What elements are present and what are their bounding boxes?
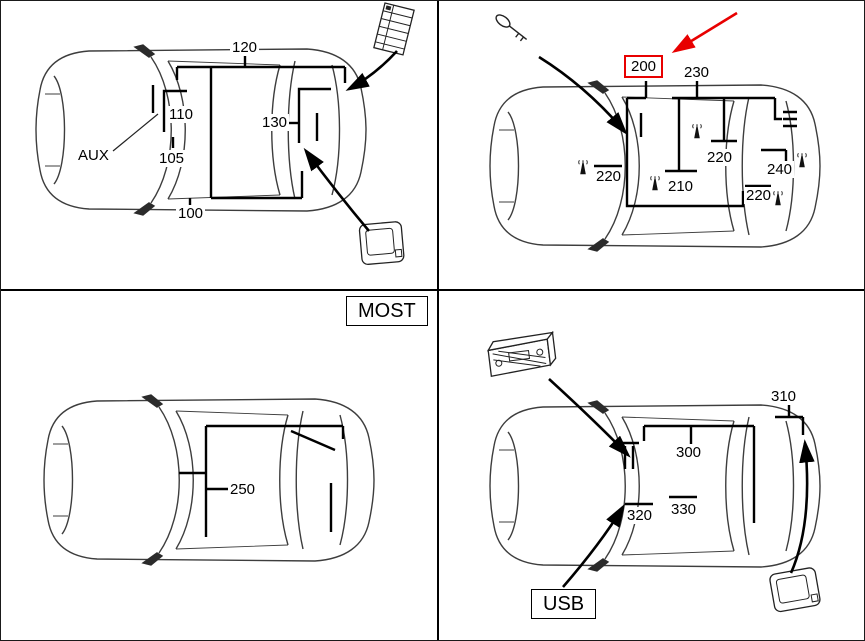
callout-130[interactable]: 130: [260, 114, 290, 131]
highlight-red-arrow: [671, 11, 738, 54]
callout-105[interactable]: 105: [157, 150, 187, 167]
callout-200-highlighted[interactable]: 200: [624, 55, 664, 78]
quadrant-bottom-right: 310 300 320 330 USB: [439, 291, 864, 640]
callout-230[interactable]: 230: [682, 64, 712, 81]
pointer-arrow: [562, 503, 626, 588]
antenna-icon: [797, 152, 807, 168]
aux-label: AUX: [76, 147, 111, 164]
callout-220b[interactable]: 220: [705, 149, 735, 166]
callout-220a[interactable]: 220: [594, 168, 624, 185]
vertical-divider: [437, 1, 439, 640]
wiring-harness-most: [179, 424, 345, 537]
antenna-icon: [773, 190, 783, 206]
callout-120[interactable]: 120: [230, 39, 260, 56]
control-unit-icon: [358, 221, 405, 265]
antenna-icon: [578, 159, 588, 175]
quadrant-bottom-left: 250 MOST: [1, 291, 437, 640]
aux-leader-line: [112, 113, 159, 152]
pointer-arrow: [303, 147, 370, 232]
antenna-icon: [692, 123, 702, 139]
quadrant-top-right: 200 230 220 210 220 240 220: [439, 1, 864, 289]
callout-220c[interactable]: 220: [744, 187, 774, 204]
callout-300[interactable]: 300: [674, 444, 704, 461]
car-diagram-antenna: [489, 11, 821, 252]
antenna-icon: [650, 175, 660, 191]
car-outline: [43, 394, 375, 566]
wiring-harness-antenna: [594, 81, 797, 208]
control-unit-icon: [373, 2, 415, 56]
horizontal-divider: [1, 289, 864, 291]
pointer-arrow: [548, 378, 631, 458]
car-diagram-usb: [486, 330, 821, 613]
callout-320[interactable]: 320: [625, 507, 655, 524]
usb-label: USB: [531, 589, 597, 619]
callout-240[interactable]: 240: [765, 161, 795, 178]
callout-310[interactable]: 310: [769, 388, 799, 405]
callout-210[interactable]: 210: [666, 178, 696, 195]
pointer-arrow: [789, 439, 815, 574]
car-diagram-most: [43, 394, 375, 566]
quadrant-top-left: 120 110 AUX 105 130 100: [1, 1, 437, 289]
connector-icon: [783, 110, 797, 128]
car-diagram-aux: [35, 2, 415, 265]
callout-100[interactable]: 100: [176, 205, 206, 222]
callout-110[interactable]: 110: [167, 106, 195, 123]
most-label: MOST: [346, 296, 428, 326]
callout-250[interactable]: 250: [228, 481, 258, 498]
control-unit-icon: [769, 567, 821, 613]
pointer-arrow: [345, 50, 398, 91]
wiring-harness-usb: [621, 405, 805, 523]
head-unit-icon: [486, 330, 557, 378]
wiring-harness-aux: [112, 56, 347, 205]
pointer-arrow: [538, 55, 628, 135]
callout-330[interactable]: 330: [669, 501, 699, 518]
key-icon: [495, 14, 528, 42]
